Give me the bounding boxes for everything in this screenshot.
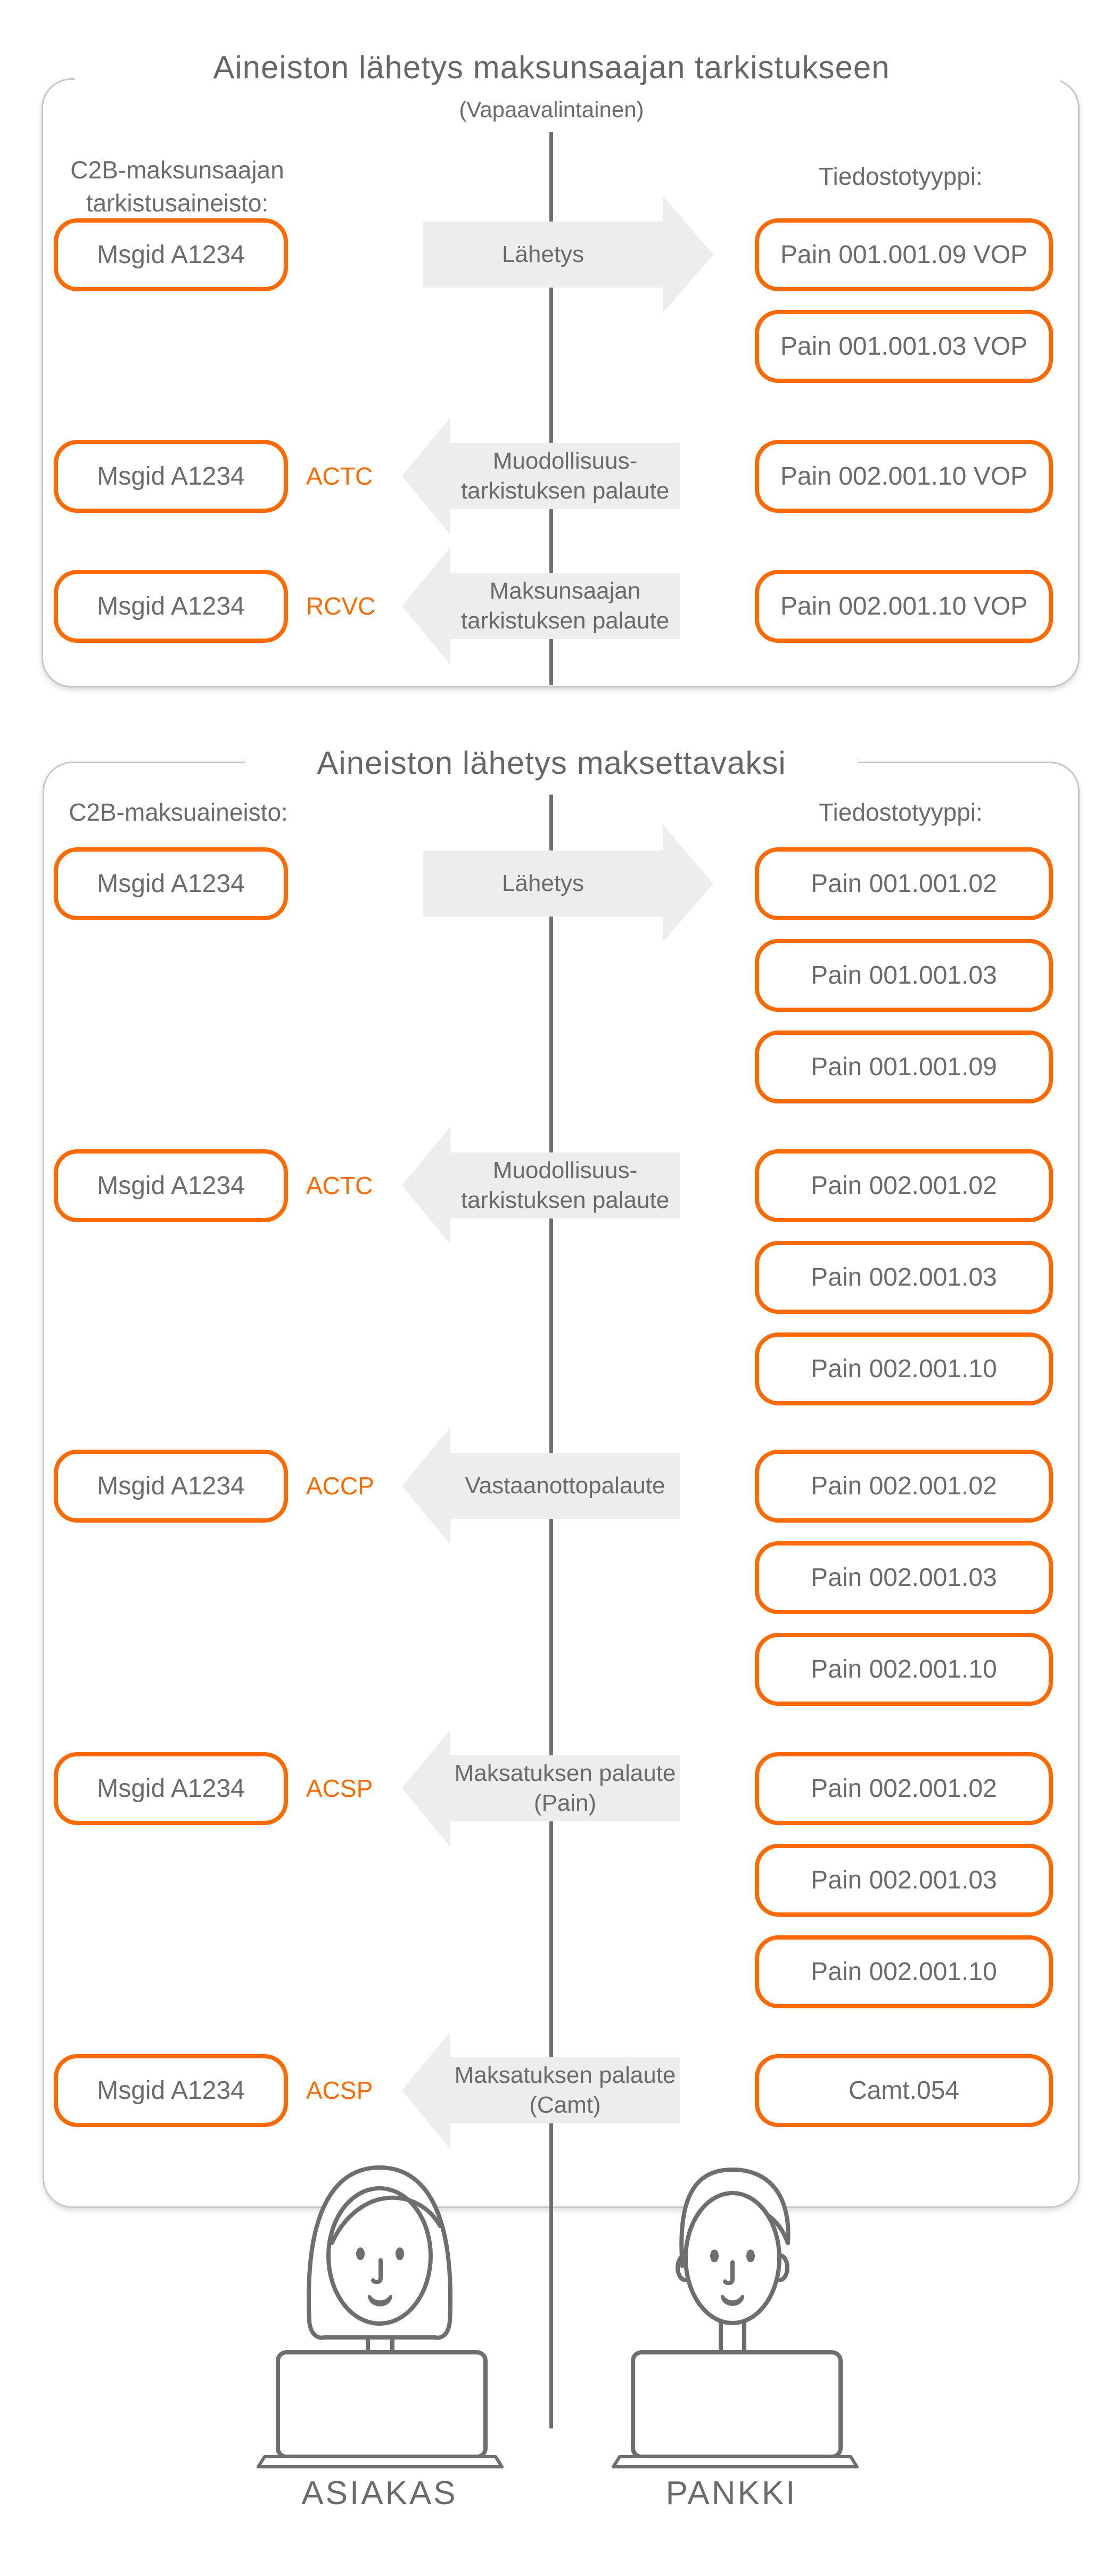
section1-left-column-label: C2B-maksunsaajan tarkistusaineisto:: [44, 153, 310, 219]
arrow-label-line: (Pain): [533, 1790, 597, 1816]
file-type-box: Pain 002.001.03: [755, 1541, 1053, 1614]
customer-laptop-base: [257, 2455, 504, 2468]
file-type-box: Pain 001.001.03 VOP: [755, 309, 1053, 383]
message-box: Msgid A1234: [54, 1752, 288, 1825]
message-box: Msgid A1234: [54, 218, 288, 291]
message-box: Msgid A1234: [54, 439, 288, 513]
file-type-box: Pain 002.001.10: [755, 1332, 1053, 1405]
file-type-box: Pain 002.001.10 VOP: [755, 439, 1053, 513]
customer-fringe: [330, 2195, 442, 2245]
divider-line-section2: [549, 795, 553, 2428]
divider-line-section1: [549, 132, 553, 685]
file-type-box: Pain 002.001.10 VOP: [755, 569, 1053, 643]
file-type-box: Pain 002.001.03: [755, 1843, 1053, 1917]
customer-mouth: [368, 2295, 392, 2307]
message-box: Msgid A1234: [54, 1149, 288, 1222]
file-type-box: Pain 001.001.02: [755, 847, 1053, 920]
bank-laptop-base: [612, 2455, 859, 2468]
bank-face: [684, 2191, 781, 2325]
file-type-box: Pain 001.001.09: [755, 1030, 1053, 1103]
section1-subtitle: (Vapaavalintainen): [459, 97, 644, 122]
bank-mouth: [721, 2295, 744, 2306]
status-label: ACCP: [306, 1472, 374, 1500]
arrow-label-line: Lähetys: [501, 870, 585, 896]
customer-figure: [257, 2165, 504, 2468]
bank-nose: [723, 2260, 735, 2286]
status-label: RCVC: [306, 592, 376, 620]
arrow-label-line: tarkistuksen palaute: [460, 478, 670, 504]
status-label: ACSP: [306, 1774, 373, 1802]
arrow-label-line: tarkistuksen palaute: [460, 608, 670, 634]
arrow-label-line: Vastaanottopalaute: [465, 1473, 665, 1499]
arrow-label-line: Muodollisuus-: [492, 448, 638, 474]
file-type-box: Pain 002.001.02: [755, 1149, 1053, 1222]
bank-label: PANKKI: [665, 2475, 797, 2512]
message-box: Msgid A1234: [54, 2054, 288, 2127]
arrow-label-line: Maksatuksen palaute: [454, 1760, 676, 1786]
file-type-box: Pain 002.001.03: [755, 1240, 1053, 1314]
bank-eye-right: [746, 2250, 755, 2262]
message-box: Msgid A1234: [54, 847, 288, 920]
file-type-box: Camt.054: [755, 2054, 1053, 2127]
customer-face: [326, 2186, 433, 2326]
section1-title: Aineiston lähetys maksunsaajan tarkistuk…: [213, 50, 890, 85]
left-label-line2: tarkistusaineisto:: [86, 189, 269, 217]
section2-left-column-label: C2B-maksuaineisto:: [69, 798, 288, 826]
bank-figure: [612, 2168, 859, 2468]
file-type-box: Pain 002.001.10: [755, 1935, 1053, 2008]
bank-eye-left: [710, 2250, 719, 2262]
customer-laptop-screen: [276, 2350, 488, 2459]
customer-nose: [371, 2258, 383, 2285]
section2-right-column-label: Tiedostotyyppi:: [819, 798, 983, 826]
customer-label: ASIAKAS: [301, 2475, 458, 2512]
section2-title: Aineiston lähetys maksettavaksi: [245, 745, 858, 781]
section1-right-column-label: Tiedostotyyppi:: [819, 162, 983, 190]
customer-eye-right: [396, 2247, 404, 2260]
customer-eye-left: [356, 2247, 365, 2260]
arrow-label-line: (Camt): [529, 2092, 601, 2118]
status-label: ACTC: [306, 462, 373, 490]
message-box: Msgid A1234: [54, 569, 288, 643]
panel-payee-check-border-gap: [75, 75, 1060, 84]
arrow-label-line: Maksatuksen palaute: [454, 2062, 676, 2088]
arrow-label-line: Maksunsaajan: [489, 578, 641, 604]
left-label-line1: C2B-maksunsaajan: [70, 156, 284, 184]
arrow-label-line: Lähetys: [501, 241, 585, 267]
arrow-label-line: tarkistuksen palaute: [460, 1187, 670, 1213]
status-label: ACTC: [306, 1172, 373, 1199]
status-label: ACSP: [306, 2076, 373, 2104]
message-box: Msgid A1234: [54, 1449, 288, 1523]
bank-laptop-screen: [631, 2350, 843, 2459]
file-type-box: Pain 002.001.02: [755, 1449, 1053, 1523]
file-type-box: Pain 001.001.03: [755, 938, 1053, 1012]
file-type-box: Pain 002.001.10: [755, 1632, 1053, 1706]
arrow-label-line: Muodollisuus-: [492, 1157, 638, 1183]
file-type-box: Pain 001.001.09 VOP: [755, 218, 1053, 291]
file-type-box: Pain 002.001.02: [755, 1752, 1053, 1825]
